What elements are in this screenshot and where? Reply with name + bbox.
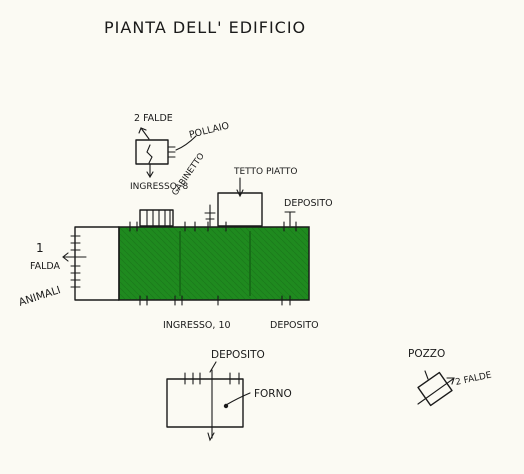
label-forno: FORNO: [254, 388, 292, 400]
main-building: [118, 221, 310, 306]
label-tetto-piatto: TETTO PIATTO: [233, 167, 297, 177]
label-animali: ANIMALI: [17, 284, 62, 309]
label-deposito-lower: DEPOSITO: [211, 349, 265, 361]
label-one: 1: [36, 241, 44, 255]
plan-title: PIANTA DELL' EDIFICIO: [104, 18, 306, 37]
label-gabinetto: GABINETTO: [170, 151, 207, 197]
label-2-falde-right: 2 FALDE: [455, 370, 493, 387]
forno-block: [166, 361, 251, 442]
animali-annex: [62, 226, 120, 301]
label-2-falde-top: 2 FALDE: [134, 113, 173, 124]
label-pollaio: POLLAIO: [188, 120, 230, 141]
upper-annexes: [139, 177, 296, 227]
label-deposito-top: DEPOSITO: [284, 198, 333, 209]
label-deposito-bottom: DEPOSITO: [270, 320, 319, 331]
pozzo-block: [417, 370, 455, 407]
pollaio-block: [135, 127, 197, 179]
label-pozzo: POZZO: [408, 348, 445, 360]
label-ingresso-10: INGRESSO, 10: [163, 320, 231, 331]
label-ingresso-8: INGRESSO, 8: [130, 182, 189, 192]
label-falda: FALDA: [30, 261, 61, 272]
